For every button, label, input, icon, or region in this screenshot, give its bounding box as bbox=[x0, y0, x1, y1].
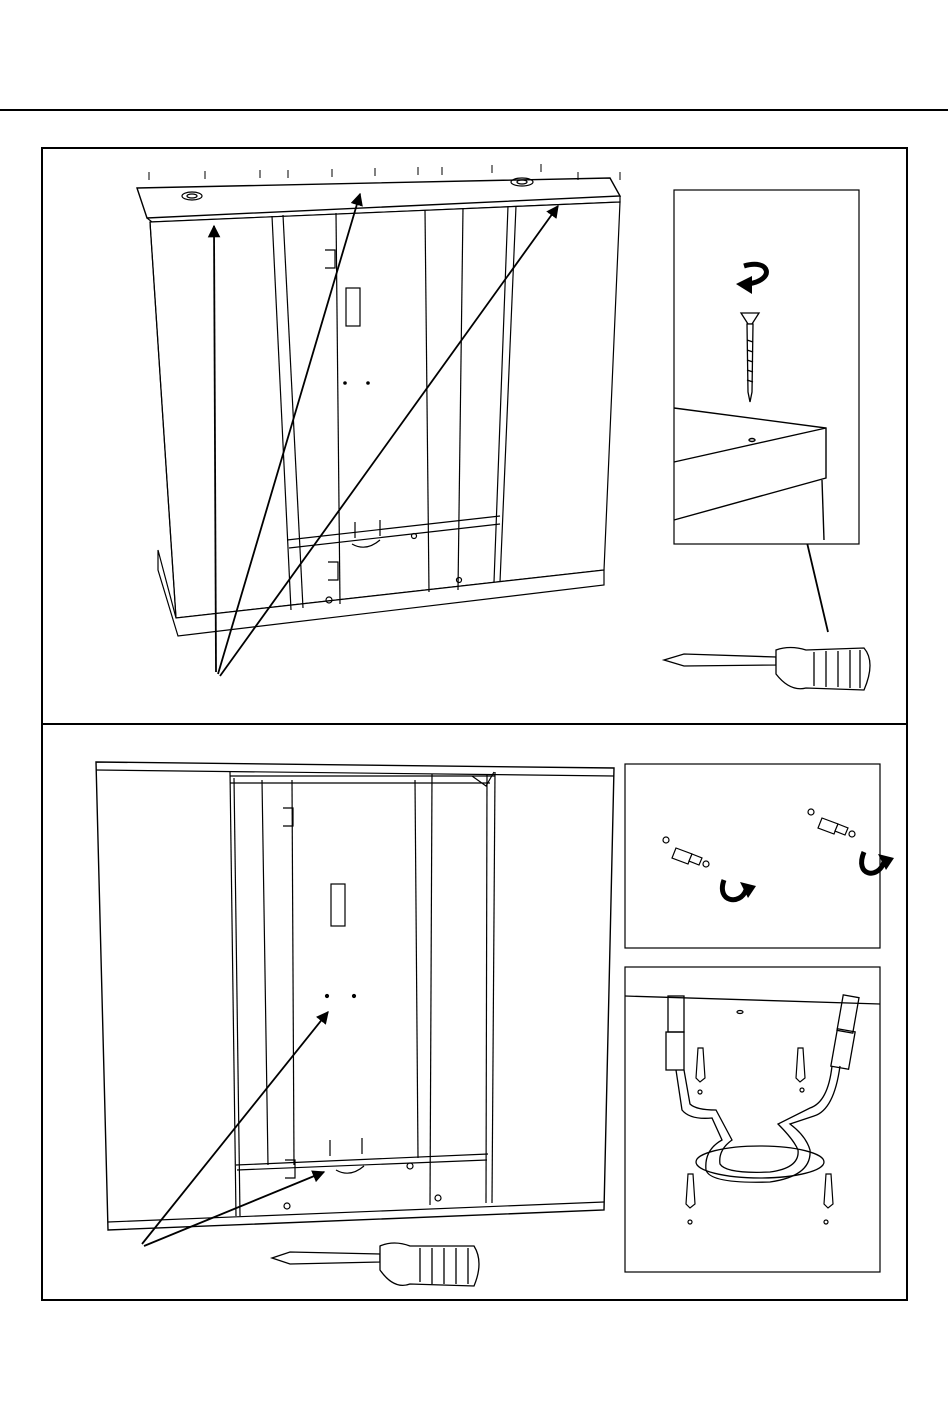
step-top-cabinet bbox=[137, 178, 620, 636]
wall-plug-detail-inset bbox=[625, 764, 894, 948]
screw-detail-inset bbox=[674, 190, 859, 544]
screwdriver-icon bbox=[664, 648, 870, 691]
screwdriver-icon bbox=[272, 1243, 479, 1286]
bracket-detail-inset bbox=[625, 967, 880, 1272]
step-bottom-cabinet bbox=[96, 762, 614, 1230]
top-screws bbox=[149, 164, 620, 180]
